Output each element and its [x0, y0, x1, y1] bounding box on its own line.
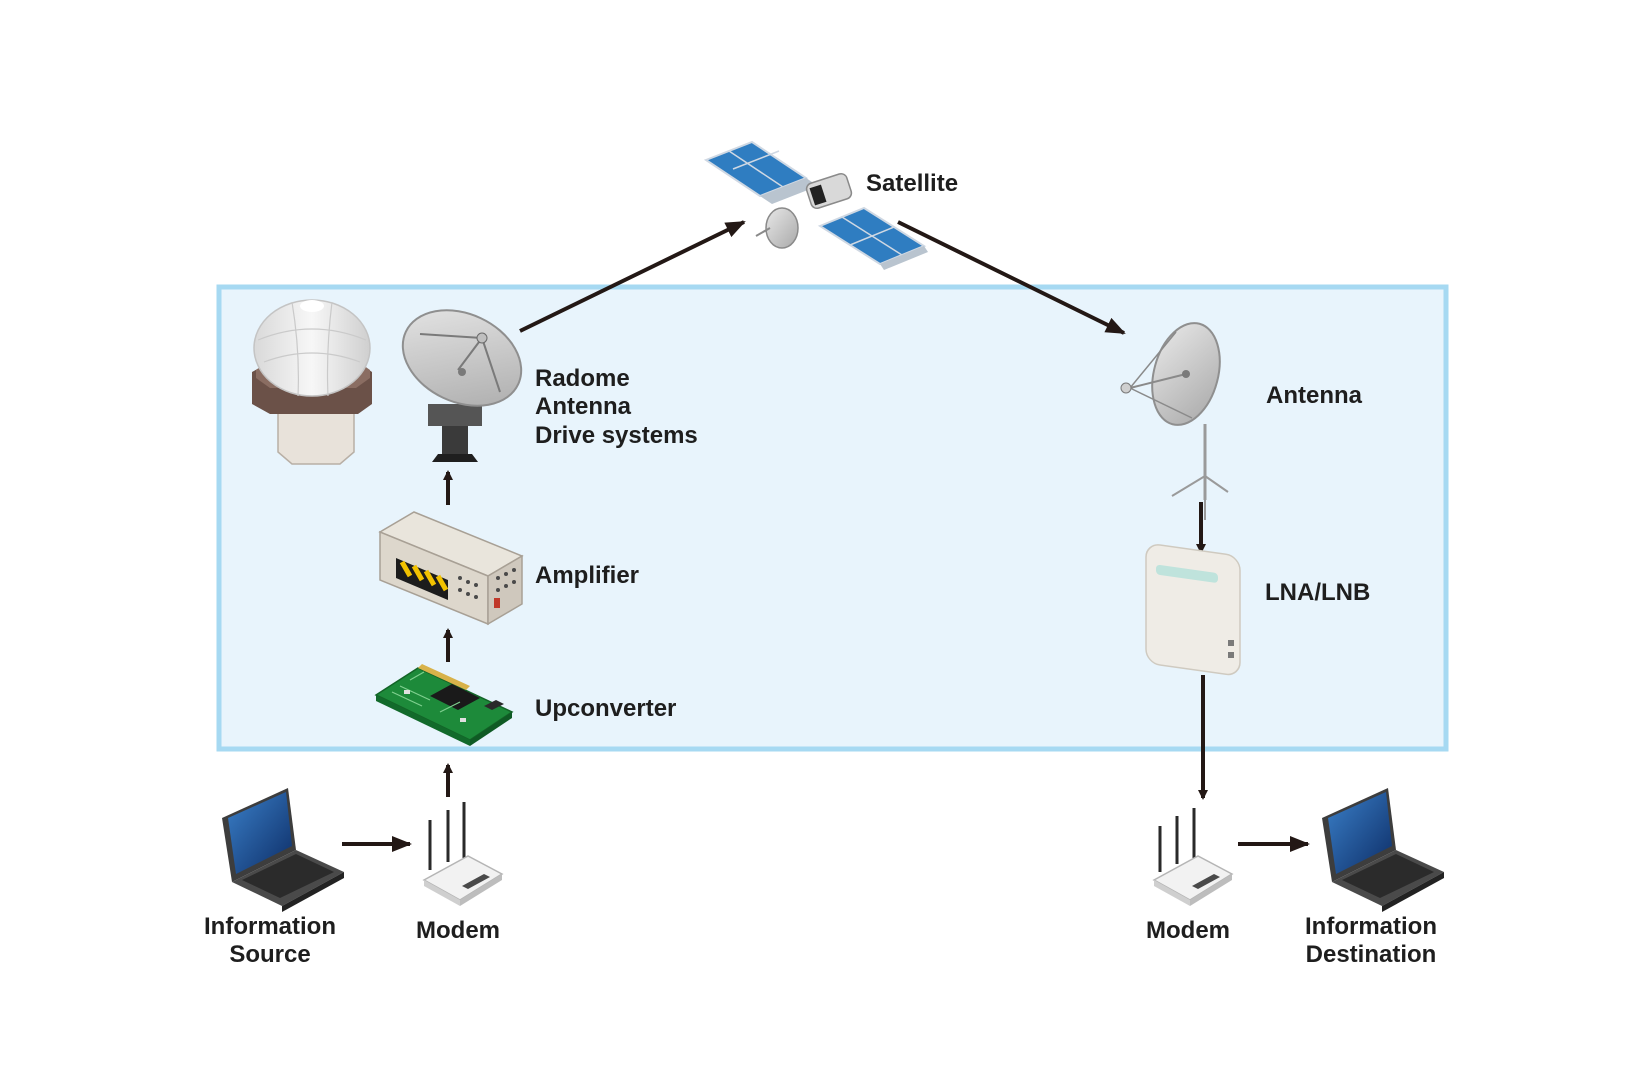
- circuit-board-icon: [374, 664, 514, 746]
- drive-systems-label: Drive systems: [535, 422, 698, 449]
- laptop-icon: [222, 788, 344, 912]
- rx-modem-label: Modem: [1146, 917, 1230, 944]
- uplink-arrow: [519, 220, 746, 333]
- rx-antenna-label: Antenna: [1266, 382, 1363, 409]
- receiver-dish-icon: [1120, 322, 1229, 520]
- dish-antenna-icon: [401, 309, 523, 462]
- radome-label: Radome: [535, 365, 630, 392]
- lna-lnb-label: LNA/LNB: [1265, 579, 1370, 606]
- amplifier-icon: [378, 511, 524, 626]
- router-icon: [1152, 808, 1234, 906]
- radome-icon: [252, 299, 372, 465]
- router-icon: [422, 802, 504, 906]
- lnb-icon: [1145, 544, 1241, 676]
- info-source-label-line2: Source: [229, 941, 310, 968]
- info-source-label-line1: Information: [204, 913, 336, 940]
- downlink-arrow: [897, 220, 1126, 335]
- amplifier-label: Amplifier: [535, 562, 639, 589]
- laptop-icon: [1322, 788, 1444, 912]
- tx-modem-label: Modem: [416, 917, 500, 944]
- upconverter-label: Upconverter: [535, 695, 676, 722]
- tx-antenna-label: Antenna: [535, 393, 632, 420]
- info-destination-label-line2: Destination: [1306, 941, 1437, 968]
- satellite-icon: [703, 140, 928, 270]
- info-destination-label-line1: Information: [1305, 913, 1437, 940]
- satellite-label: Satellite: [866, 170, 958, 197]
